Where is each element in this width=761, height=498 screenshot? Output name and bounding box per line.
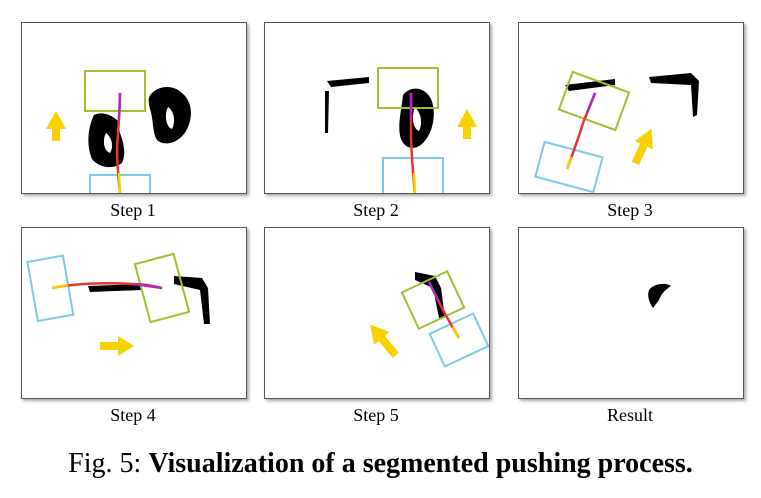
panel-label: Result [606,405,653,425]
blue-box [26,254,75,323]
result-scene [648,283,671,308]
object-shape [88,87,191,168]
panel-step-5 [264,227,490,399]
object-shape [565,73,699,117]
caption-prefix: Fig. 5: [68,448,142,479]
object-shape [415,272,445,318]
green-box [557,70,631,132]
arrow-right-icon [100,336,134,356]
step-5-scene [370,269,489,368]
panel-result [518,227,744,399]
step-2-scene [325,67,477,193]
panel-step-3 [518,22,744,194]
green-box [400,269,466,331]
panel-label: Step 4 [110,405,156,425]
arrow-up-right-icon [631,128,653,166]
caption-title: Visualization of a segmented pushing pro… [148,448,693,479]
panel-label: Step 1 [110,200,156,220]
arrow-up-icon [46,111,66,141]
arrow-up-left-icon [370,324,399,358]
object-shape [325,77,434,148]
object-shape [648,283,671,308]
green-box [377,67,439,109]
object-shape [88,276,210,324]
panel-label: Step 2 [353,200,399,220]
step-1-scene [46,70,191,193]
green-box [133,252,191,324]
panel-step-4 [21,227,247,399]
panel-step-2 [264,22,490,194]
blue-box [428,312,489,368]
step-4-scene [26,252,210,356]
step-3-scene [534,70,699,193]
green-box [84,70,146,112]
figure-caption: Fig. 5: Visualization of a segmented pus… [0,447,761,481]
panel-label: Step 5 [353,405,399,425]
panel-label: Step 3 [607,200,653,220]
arrow-up-icon [457,109,477,139]
panel-step-1 [21,22,247,194]
